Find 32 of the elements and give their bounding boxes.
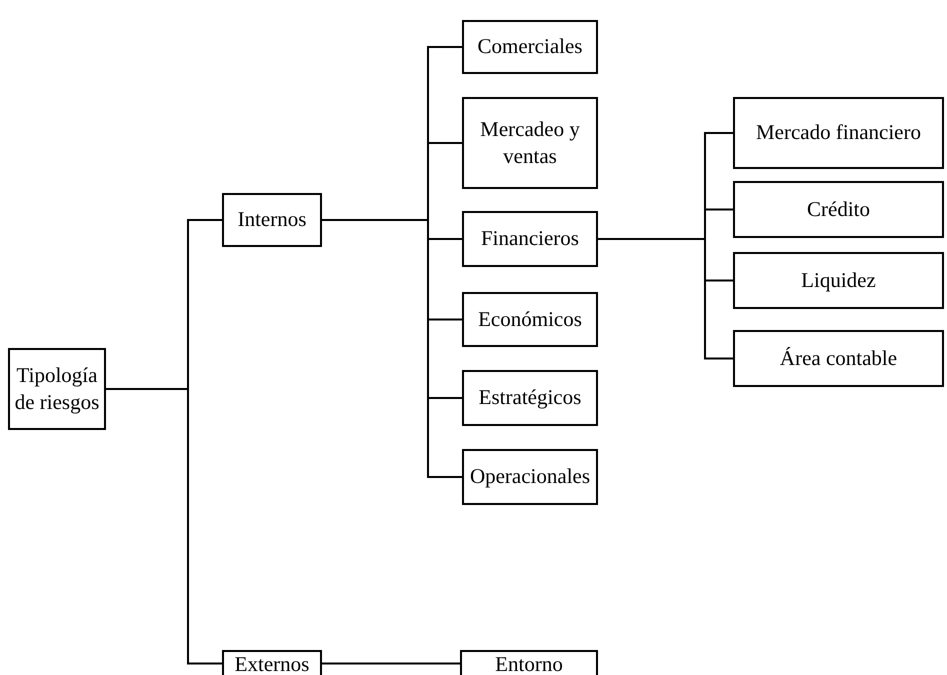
category-box (733, 330, 944, 387)
connector-line (322, 662, 460, 664)
category-box (222, 193, 322, 247)
node-label: Estratégicos (478, 384, 582, 412)
category-box (462, 20, 598, 74)
category-box (462, 211, 598, 267)
node-label: Entorno (495, 650, 563, 675)
category-box (462, 370, 598, 426)
category-box (733, 97, 944, 169)
connector-line (322, 219, 462, 478)
category-box (462, 449, 598, 505)
node-label: Crédito (807, 196, 870, 223)
category-box (222, 650, 322, 675)
connector-line (106, 388, 222, 664)
category-box (462, 292, 598, 347)
node-label: Financieros (481, 225, 579, 252)
node-label: Económicos (478, 306, 582, 333)
node-label: Mercado financiero (756, 119, 921, 146)
node-label: Área contable (780, 344, 898, 372)
node-label: Operacionales (470, 463, 590, 490)
node-label: Comerciales (478, 33, 582, 60)
category-box (462, 97, 598, 189)
node-label: Liquidez (801, 266, 876, 294)
node-label: Tipología de riesgos (14, 362, 100, 416)
node-label: Externos (234, 650, 310, 675)
node-label: Internos (238, 206, 306, 234)
category-box (733, 252, 944, 309)
category-box (460, 650, 598, 675)
category-box (8, 348, 106, 430)
category-box (733, 181, 944, 238)
connector-line (598, 238, 733, 360)
node-label: Mercadeo y ventas (479, 116, 581, 170)
